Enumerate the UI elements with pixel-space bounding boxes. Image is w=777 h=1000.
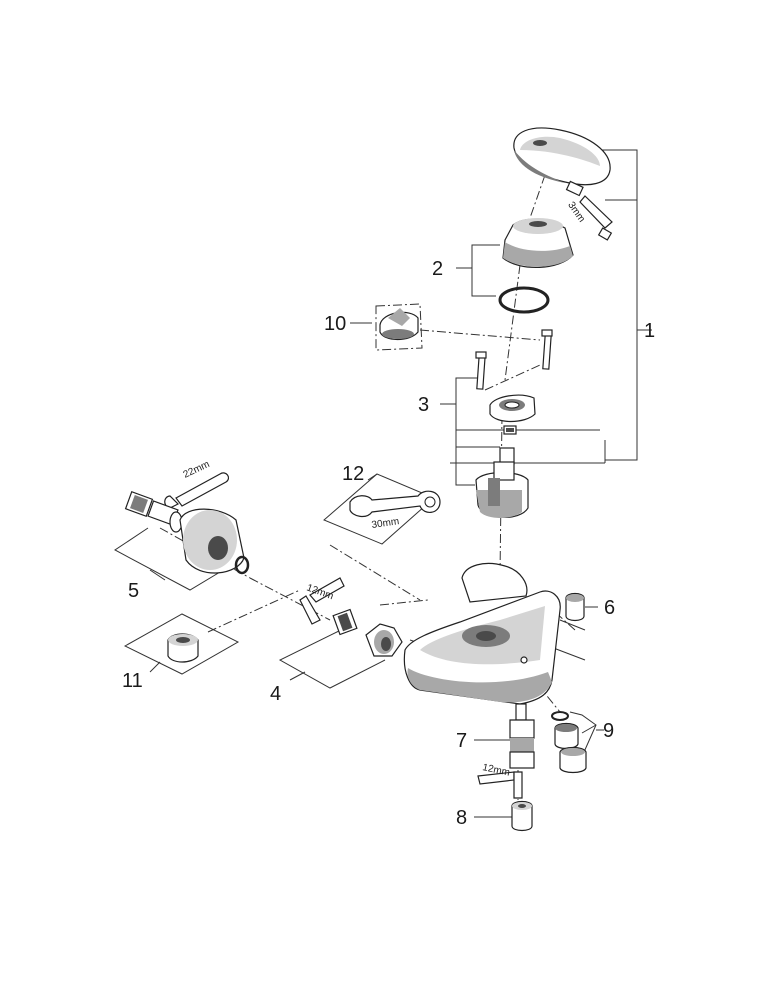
- callout-10: 10: [324, 313, 346, 335]
- lever-handle: [513, 127, 611, 197]
- callout-7: 7: [456, 730, 467, 752]
- s-union: [124, 491, 183, 533]
- reducer-box: [167, 633, 199, 663]
- o-ring: [498, 286, 550, 314]
- callout-8: 8: [456, 807, 467, 829]
- callout-2: 2: [432, 258, 443, 280]
- callout-4: 4: [270, 683, 281, 705]
- wall-flange: [179, 508, 245, 574]
- callout-11: 11: [122, 670, 143, 692]
- spanner-30mm: [349, 490, 441, 518]
- temperature-limiter-box: [375, 303, 423, 351]
- escutcheon-cap: [502, 218, 574, 268]
- mixer-body: [403, 562, 561, 705]
- cartridge-stem-parts: [499, 425, 517, 465]
- callout-1: 1: [644, 320, 655, 342]
- callout-3: 3: [418, 394, 429, 416]
- diverter-seat: [511, 800, 533, 832]
- aerator-set: [551, 711, 587, 774]
- callout-6: 6: [604, 597, 615, 619]
- callout-12: 12: [342, 463, 364, 485]
- union-nut: [365, 623, 403, 657]
- hex-key-12mm-bottom: [477, 771, 523, 799]
- hex-key-12mm-middle: [299, 577, 345, 625]
- hex-key-3mm: [579, 195, 613, 241]
- spanner-30mm-label: 30mm: [371, 516, 400, 531]
- end-cap: [565, 592, 585, 622]
- wrench-22mm-label: 22mm: [182, 459, 212, 481]
- connecting-nipple: [332, 608, 358, 636]
- callout-9: 9: [603, 720, 614, 742]
- wrench-22mm: [164, 472, 230, 509]
- callout-5: 5: [128, 580, 139, 602]
- cartridge: [475, 461, 529, 519]
- washer: [234, 555, 250, 575]
- retaining-plate: [489, 394, 536, 423]
- fixing-screws: [475, 329, 553, 390]
- diverter: [509, 703, 535, 769]
